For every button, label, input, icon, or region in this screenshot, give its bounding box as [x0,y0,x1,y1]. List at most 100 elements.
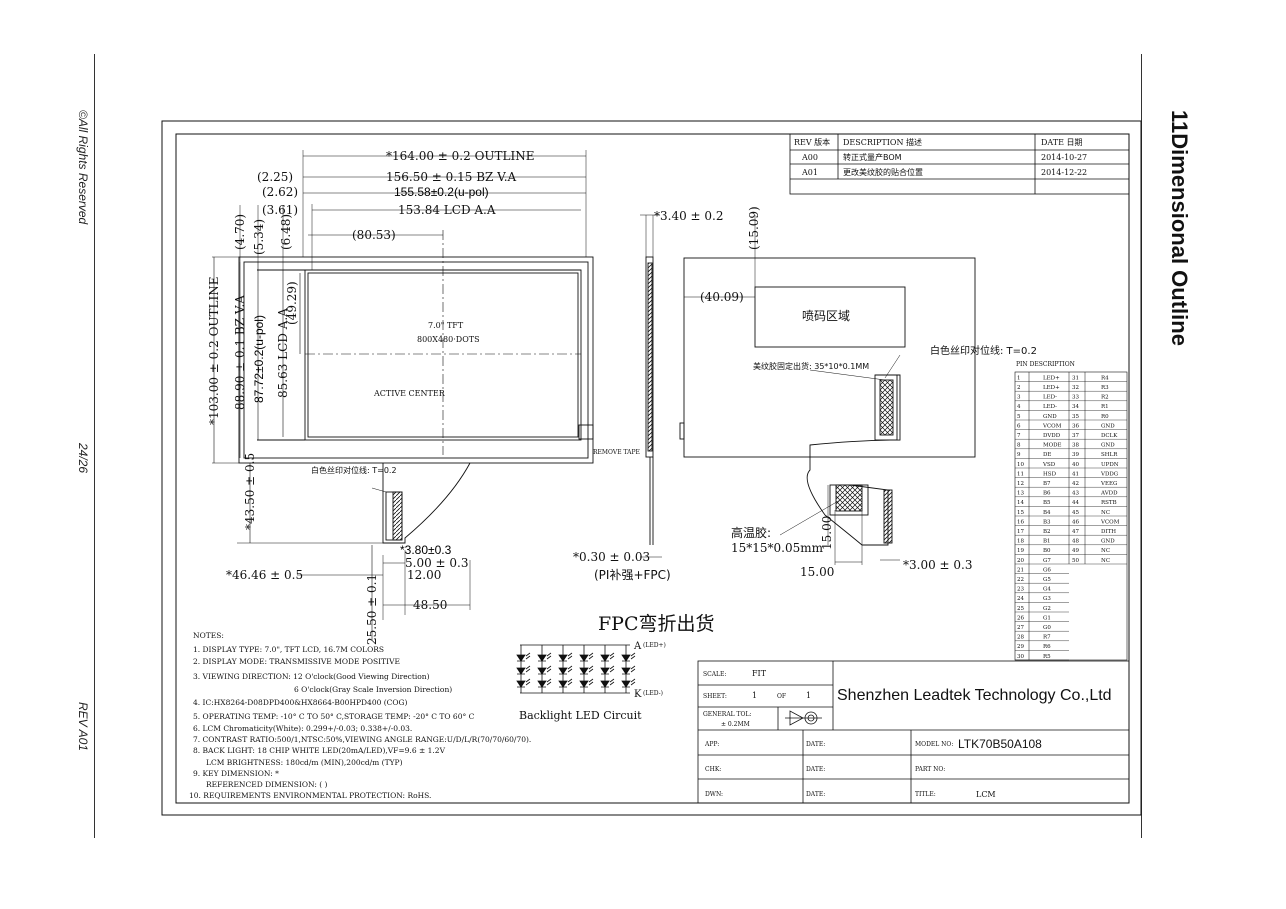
margin-rule [94,54,95,838]
note-line: 4. IC:HX8264-D08DPD400&HX8664-B00HPD400 … [193,698,408,707]
pin-cell: 43 [1072,491,1079,497]
pin-cell: 22 [1017,577,1024,583]
pin-cell: 37 [1072,433,1079,439]
tolerance-value: ± 0.2MM [721,721,750,728]
fpc-bend-title: FPC弯折出货 [598,613,715,635]
pin-cell: 9 [1017,452,1021,458]
pin-cell: DITH [1101,529,1116,535]
pin-cell: NC [1101,548,1110,554]
led-diode [537,667,547,675]
title-value: LCM [976,790,996,799]
dim-outline-width: *164.00 ± 0.2 OUTLINE [386,149,535,163]
company-name: Shenzhen Leadtek Technology Co.,Ltd [837,687,1112,704]
pin-cell: 5 [1017,414,1021,420]
pin-cell: 6 [1017,423,1021,429]
date-label: DATE: [806,766,825,773]
dim-thickness: *3.40 ± 0.2 [654,209,724,223]
sheet-label: SHEET: [703,693,727,700]
pin-cell: 20 [1017,558,1024,564]
tape-fix-note: 美纹胶固定出货: 35*10*0.1MM [753,361,869,371]
of-label: OF [777,693,786,700]
led-diode [516,654,526,662]
dim-bz-va-height: 88.90 ± 0.1 BZ V.A [233,295,247,410]
led-diode [537,680,547,688]
led-emission-arrow [567,665,573,673]
dim-glue-v: 15.00 [820,516,834,550]
led-emission-arrow [567,678,573,686]
chk-label: CHK: [705,766,721,773]
pin-cell: 44 [1072,500,1079,506]
pin-cell: GND [1101,423,1115,429]
of-value: 1 [806,691,811,700]
tolerance-label: GENERAL TOL: [703,711,751,718]
led-diode [579,680,589,688]
pin-cell: NC [1101,510,1110,516]
rev-row-date: 2014-10-27 [1041,153,1087,162]
sheet-value: 1 [752,691,757,700]
rev-header-rev: REV 版本 [794,137,830,147]
led-diode [579,654,589,662]
scale-value: FIT [752,669,767,678]
anode-sub: (LED+) [643,642,666,649]
back-view [679,215,976,565]
rev-row-date: 2014-12-22 [1041,168,1087,177]
pin-cell: GND [1101,539,1115,545]
pin-cell: LED- [1043,395,1057,401]
pin-cell: G6 [1043,567,1051,573]
pin-cell: 40 [1072,462,1079,468]
outer-border [161,120,1142,816]
pin-cell: 25 [1017,606,1024,612]
rev-row-rev: A00 [801,153,818,162]
pin-cell: 3 [1017,395,1021,401]
rev-row-desc: 更改美纹胶的贴合位置 [843,167,923,177]
pin-cell: 32 [1072,385,1079,391]
dim-offset-4-70: (4.70) [233,214,247,250]
front-view-labels: *164.00 ± 0.2 OUTLINE 156.50 ± 0.15 BZ V… [207,149,640,645]
pin-cell: 29 [1017,644,1024,650]
pin-cell: B4 [1043,510,1051,516]
pin-cell: 11 [1017,471,1024,477]
pin-cell: 15 [1017,510,1024,516]
led-emission-arrow [630,678,636,686]
title-block-labels: SCALE: FIT SHEET: 1 OF 1 GENERAL TOL: ± … [703,669,1112,799]
front-view [212,150,594,640]
pin-cell: 12 [1017,481,1024,487]
pin-cell: 13 [1017,491,1024,497]
pin-cell: MODE [1043,443,1062,449]
led-emission-arrow [567,652,573,660]
backlight-circuit [516,644,636,694]
led-diode [537,654,547,662]
side-view [640,214,662,558]
led-diode [621,680,631,688]
dim-upol-height: 87.72±0.2(u-pol) [252,315,266,403]
led-emission-arrow [609,652,615,660]
model-value: LTK70B50A108 [958,737,1042,751]
rev-row-rev: A01 [801,168,818,177]
dim-back-40-09: (40.09) [700,290,744,304]
led-emission-arrow [588,665,594,673]
led-diode [621,654,631,662]
pin-cell: GND [1101,443,1115,449]
note-line: 6 O'clock(Gray Scale Inversion Direction… [294,685,452,694]
note-line: 1. DISPLAY TYPE: 7.0", TFT LCD, 16.7M CO… [193,645,384,654]
dim-center-x: (80.53) [352,228,396,242]
dim-offset-3-61: (3.61) [262,203,298,217]
note-line: REFERENCED DIMENSION: ( ) [206,780,328,789]
led-diode [516,680,526,688]
pin-cell: VEEG [1100,481,1117,487]
note-line: NOTES: [193,631,224,640]
date-label: DATE: [806,741,825,748]
dim-outline-height: *103.00 ± 0.2 OUTLINE [207,277,221,426]
led-emission-arrow [588,652,594,660]
pin-cell: 24 [1017,596,1024,602]
pin-cell: 42 [1072,481,1079,487]
pin-cell: DE [1043,452,1051,458]
led-diode [600,680,610,688]
pin-cell: B7 [1043,481,1051,487]
pin-cell: VSD [1042,462,1056,468]
led-emission-arrow [609,678,615,686]
pin-cell: RSTB [1101,500,1117,506]
note-line: 6. LCM Chromaticity(White): 0.299+/-0.03… [193,724,412,733]
pin-cell: R7 [1043,635,1051,641]
cathode-sub: (LED-) [643,690,663,697]
